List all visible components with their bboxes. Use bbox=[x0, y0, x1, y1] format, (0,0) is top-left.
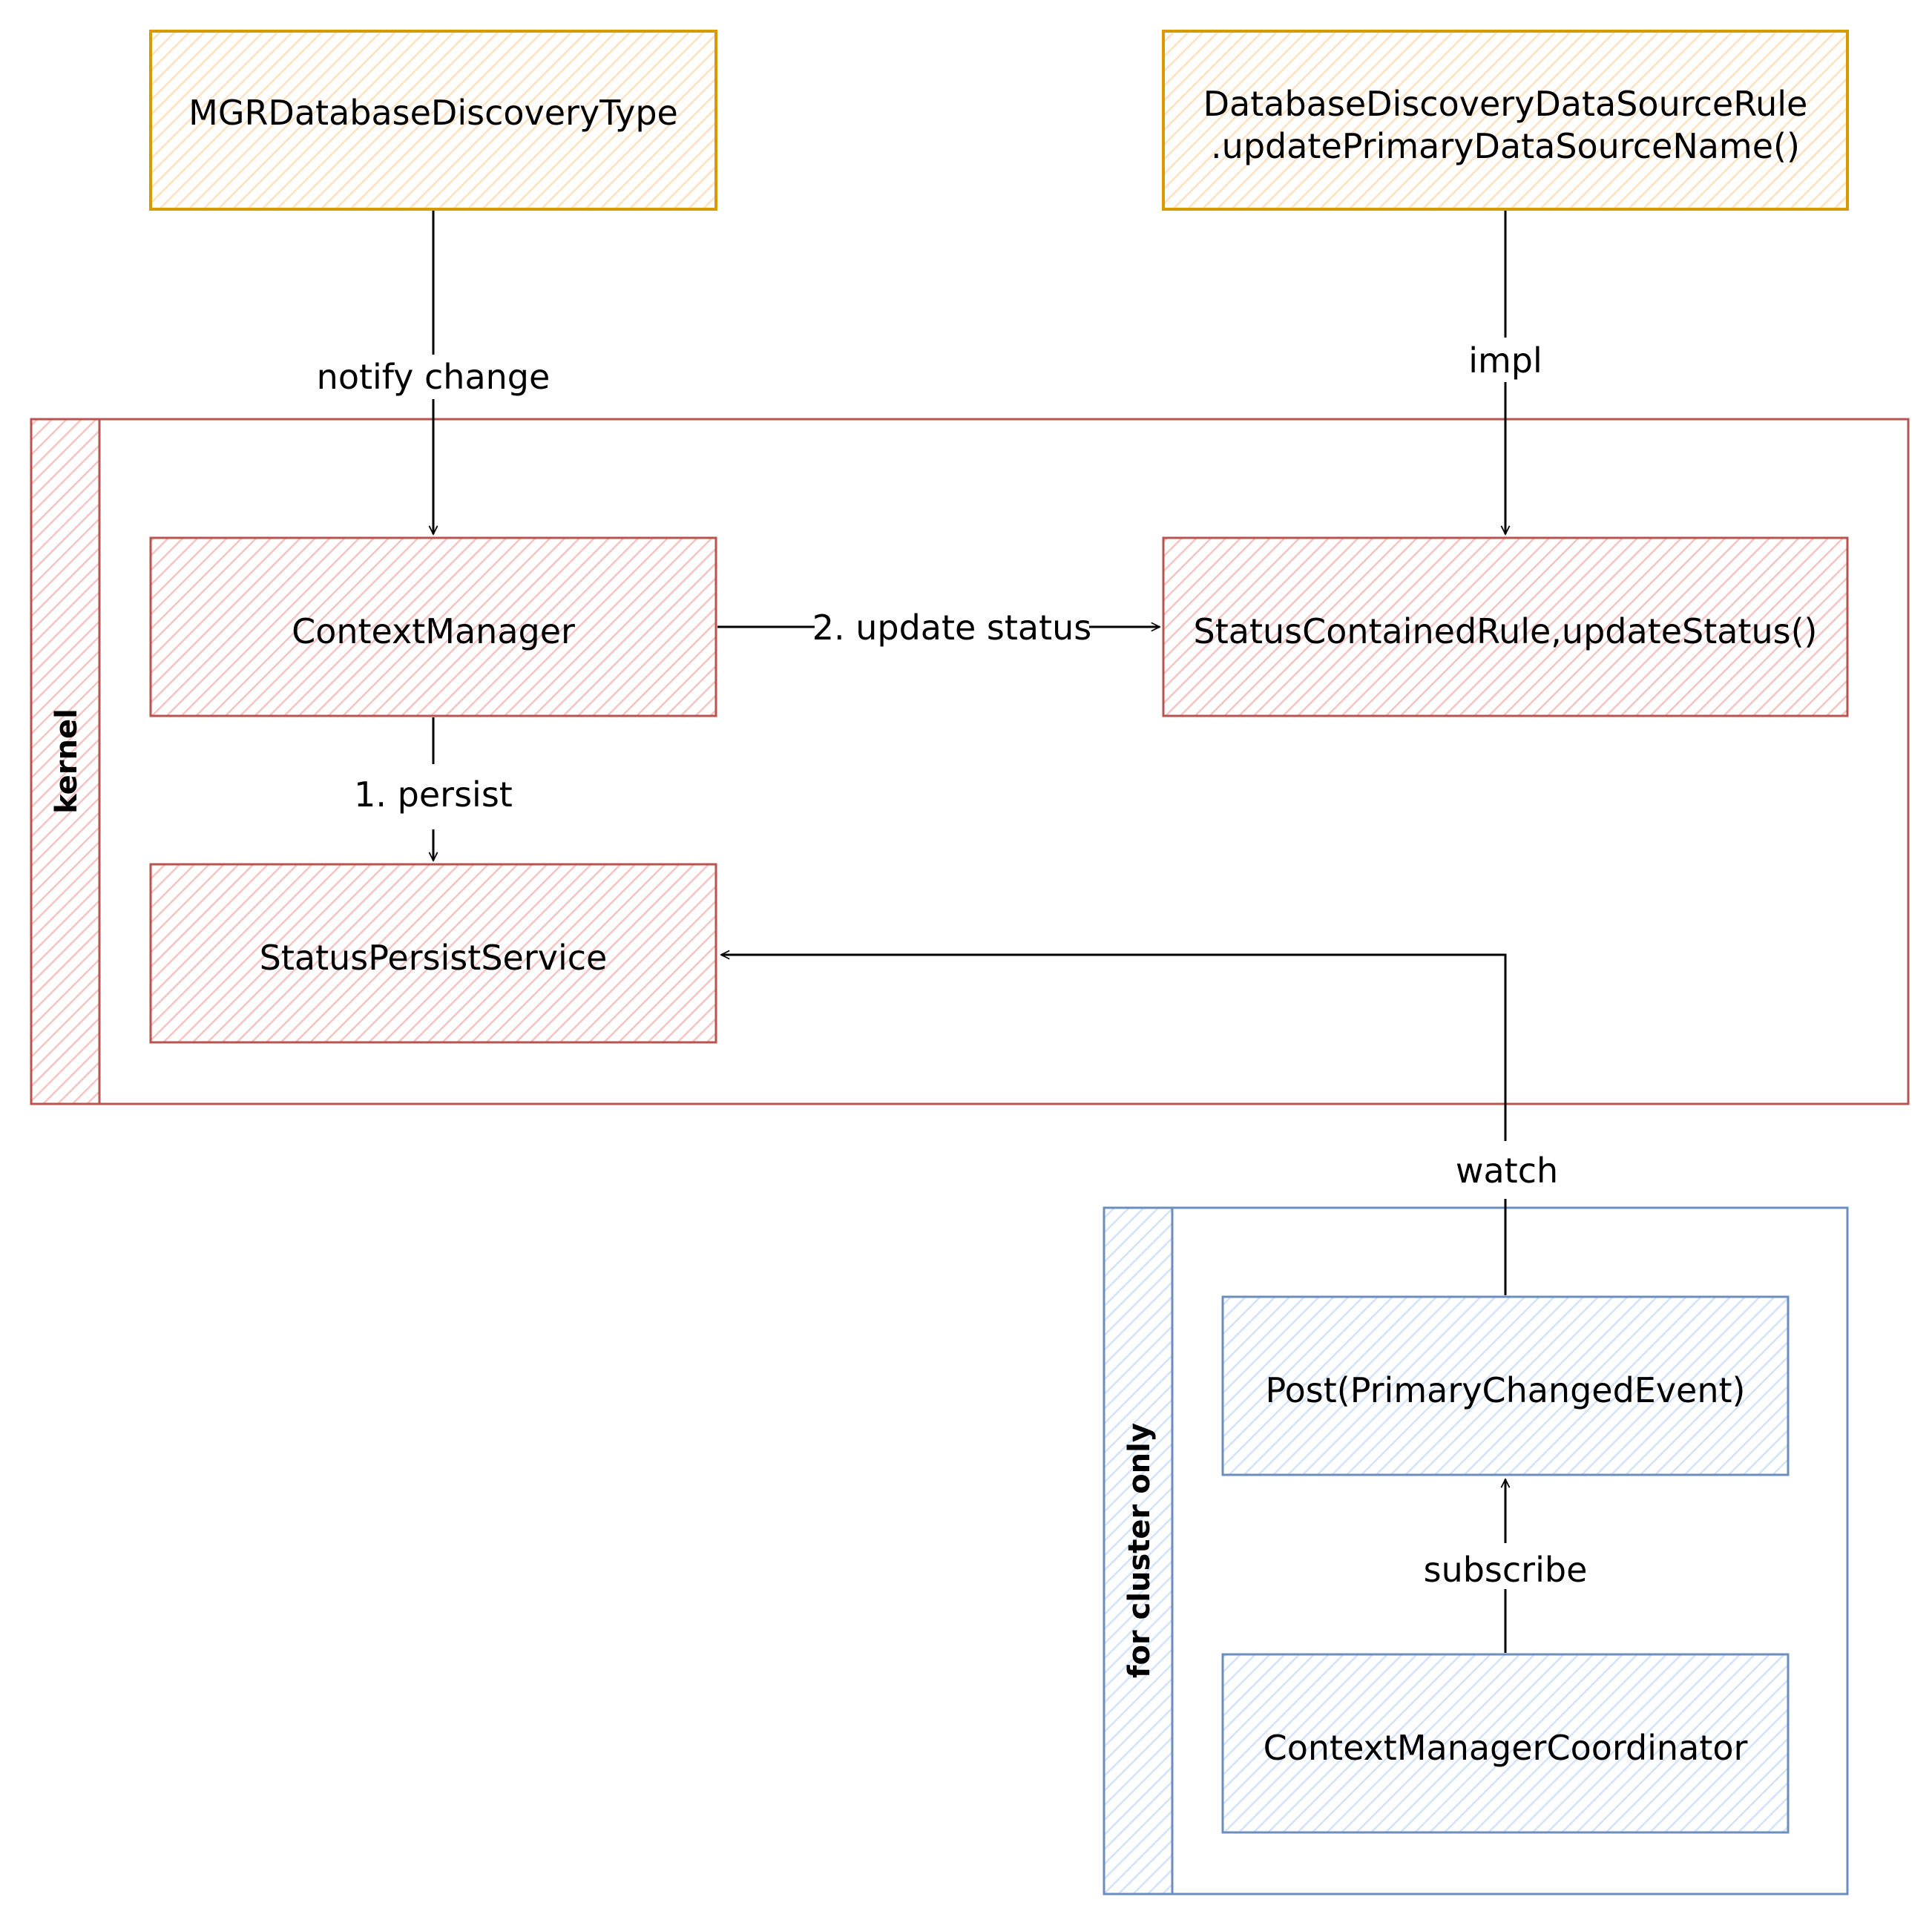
edge-persist: 1. persist bbox=[354, 717, 513, 861]
edge-impl: impl bbox=[1468, 211, 1542, 534]
edge-watch: watch bbox=[721, 955, 1558, 1295]
status-contained-rule-node: StatusContainedRule,updateStatus() bbox=[1162, 536, 1849, 717]
edge-persist-label: 1. persist bbox=[354, 775, 513, 815]
status-persist-service-node: StatusPersistService bbox=[149, 863, 717, 1044]
edge-subscribe: subscribe bbox=[1424, 1479, 1588, 1653]
database-discovery-rule-label-line1: DatabaseDiscoveryDataSourceRule bbox=[1203, 84, 1808, 124]
kernel-group: kernel bbox=[30, 418, 1910, 1105]
post-primary-changed-event-node: Post(PrimaryChangedEvent) bbox=[1221, 1295, 1790, 1476]
cluster-group-label: for cluster only bbox=[1123, 1423, 1157, 1678]
edge-update-status: 2. update status bbox=[717, 608, 1160, 648]
edge-subscribe-label: subscribe bbox=[1424, 1550, 1588, 1590]
status-contained-rule-label: StatusContainedRule,updateStatus() bbox=[1194, 611, 1818, 651]
edge-update-status-label: 2. update status bbox=[812, 608, 1092, 648]
kernel-group-label: kernel bbox=[50, 708, 84, 814]
mgr-database-discovery-type-label: MGRDatabaseDiscoveryType bbox=[188, 93, 678, 133]
database-discovery-rule-label-line2: .updatePrimaryDataSourceName() bbox=[1211, 126, 1800, 166]
kernel-group-header bbox=[30, 418, 101, 1105]
post-primary-changed-event-label: Post(PrimaryChangedEvent) bbox=[1266, 1370, 1746, 1410]
mgr-database-discovery-type-node: MGRDatabaseDiscoveryType bbox=[149, 30, 717, 211]
context-manager-node: ContextManager bbox=[149, 536, 717, 717]
cluster-group-header bbox=[1103, 1206, 1174, 1895]
edge-notify-change: notify change bbox=[317, 211, 551, 534]
context-manager-coordinator-node: ContextManagerCoordinator bbox=[1221, 1653, 1790, 1834]
database-discovery-rule-node: DatabaseDiscoveryDataSourceRule .updateP… bbox=[1162, 30, 1849, 211]
status-persist-service-label: StatusPersistService bbox=[260, 938, 608, 978]
edge-impl-label: impl bbox=[1468, 341, 1542, 381]
edge-notify-change-label: notify change bbox=[317, 357, 551, 397]
cluster-group: for cluster only bbox=[1103, 1206, 1849, 1895]
edge-watch-label: watch bbox=[1456, 1151, 1558, 1191]
context-manager-coordinator-label: ContextManagerCoordinator bbox=[1264, 1728, 1748, 1768]
context-manager-label: ContextManager bbox=[292, 611, 575, 651]
